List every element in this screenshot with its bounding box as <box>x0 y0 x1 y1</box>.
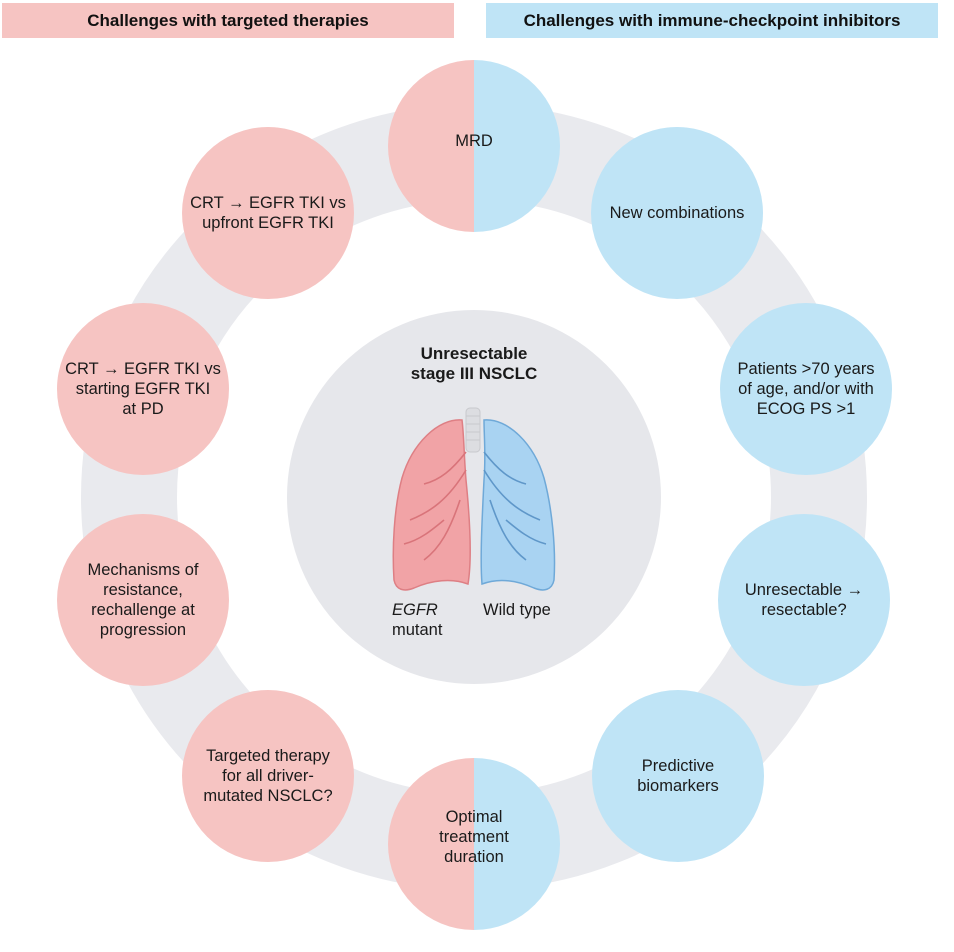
label-mutant: mutant <box>392 621 443 639</box>
center-title: Unresectable stage III NSCLC <box>410 344 538 383</box>
bubble-predictive-biomarkers-label: Predictive biomarkers <box>637 757 719 795</box>
bubble-patients-over-70-label: Patients >70 years of age, and/or with E… <box>737 360 875 418</box>
bubble-crt-vs-tki-at-pd: CRT → EGFR TKI vs starting EGFR TKI at P… <box>57 303 229 475</box>
center-disc <box>287 310 661 684</box>
lung-left-egfr-mutant <box>392 419 471 591</box>
bubble-new-combinations-label: New combinations <box>609 204 745 222</box>
header-immune-checkpoint-inhibitors: Challenges with immune-checkpoint inhibi… <box>486 3 938 38</box>
bubble-unresectable-to-resectable-label: Unresectable → resectable? <box>744 581 864 619</box>
lungs-icon <box>392 407 556 591</box>
bubble-targeted-therapy-all-label: Targeted therapy for all driver- mutated… <box>203 747 333 805</box>
bubble-mechanisms-of-resistance-label: Mechanisms of resistance, rechallenge at… <box>87 561 199 639</box>
label-wild-type: Wild type <box>483 601 551 619</box>
bubble-optimal-treatment-duration: Optimal treatment duration <box>388 758 560 930</box>
bubble-mechanisms-of-resistance: Mechanisms of resistance, rechallenge at… <box>57 514 229 686</box>
bubble-targeted-therapy-all: Targeted therapy for all driver- mutated… <box>182 690 354 862</box>
bubble-unresectable-to-resectable: Unresectable → resectable? <box>718 514 890 686</box>
label-egfr: EGFR <box>392 601 438 619</box>
bubble-mrd: MRD <box>388 60 560 232</box>
bubble-crt-vs-upfront-tki-label: CRT → EGFR TKI vs upfront EGFR TKI <box>190 194 346 232</box>
bubble-predictive-biomarkers: Predictive biomarkers <box>592 690 764 862</box>
label-egfr-mutant: EGFR mutant <box>392 600 442 640</box>
header-targeted-therapies: Challenges with targeted therapies <box>2 3 454 38</box>
bubble-new-combinations: New combinations <box>591 127 763 299</box>
bubble-crt-vs-upfront-tki: CRT → EGFR TKI vs upfront EGFR TKI <box>182 127 354 299</box>
lung-right-wild-type <box>480 419 556 591</box>
bubble-optimal-treatment-duration-label: Optimal treatment duration <box>439 808 509 866</box>
bubble-crt-vs-tki-at-pd-label: CRT → EGFR TKI vs starting EGFR TKI at P… <box>65 360 221 418</box>
bubble-mrd-label: MRD <box>455 132 493 150</box>
bubble-patients-over-70: Patients >70 years of age, and/or with E… <box>720 303 892 475</box>
